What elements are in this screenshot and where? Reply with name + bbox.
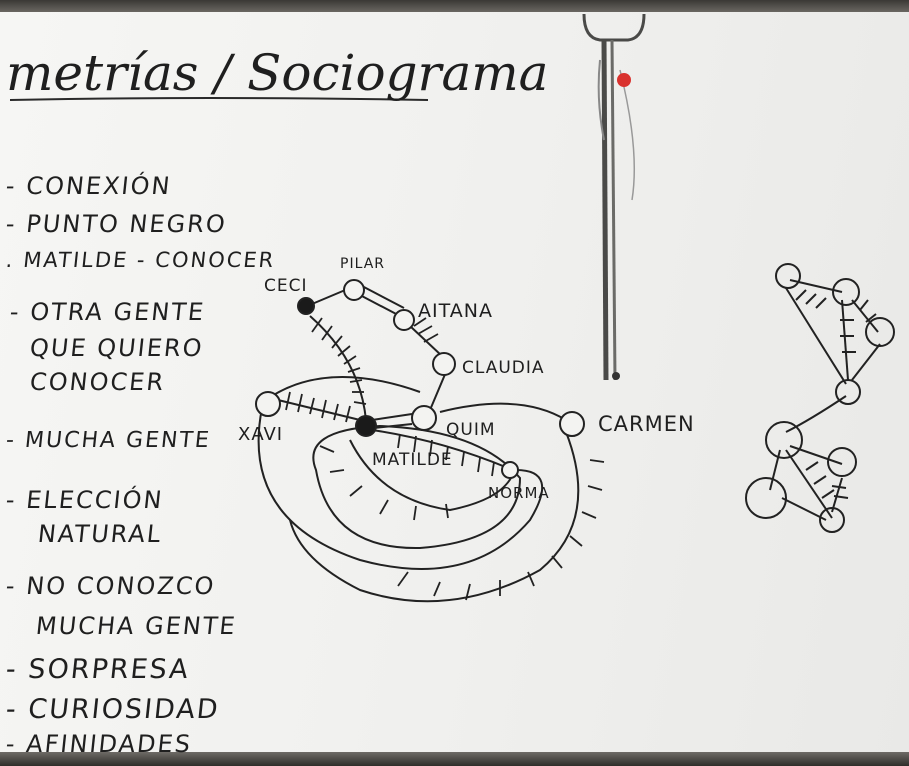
small-sociogram (746, 264, 894, 532)
list-item: - ELECCIÓN (5, 486, 165, 514)
small-node-7 (746, 478, 786, 518)
name-label-norma: NORMA (488, 484, 550, 502)
node-norma (502, 462, 518, 478)
node-claudia (433, 353, 455, 375)
node-xavi (256, 392, 280, 416)
name-label-matilde: MATILDE (372, 450, 453, 470)
name-label-xavi: XAVI (238, 424, 283, 445)
node-quim (412, 406, 436, 430)
name-label-carmen: CARMEN (598, 412, 695, 436)
list-item: - CURIOSIDAD (4, 694, 221, 725)
name-label-aitana: AITANA (418, 300, 493, 322)
cord-knot (612, 372, 620, 380)
small-node-1 (776, 264, 800, 288)
name-label-pilar: PILAR (340, 256, 385, 272)
list-item: - AFINIDADES (5, 730, 194, 758)
small-node-6 (828, 448, 856, 476)
node-carmen (560, 412, 584, 436)
name-label-quim: QUIM (446, 420, 496, 440)
list-item: - CONEXIÓN (5, 172, 173, 200)
node-pilar (344, 280, 364, 300)
list-item: . MATILDE - CONOCER (5, 248, 277, 272)
list-item: QUE QUIERO (29, 334, 205, 362)
list-item: NATURAL (37, 520, 164, 548)
list-item: - SORPRESA (4, 654, 191, 685)
small-node-5 (766, 422, 802, 458)
red-magnet (617, 73, 631, 87)
name-label-claudia: CLAUDIA (462, 358, 545, 378)
small-node-3 (866, 318, 894, 346)
name-label-ceci: CECI (264, 276, 308, 296)
node-aitana (394, 310, 414, 330)
list-item: - MUCHA GENTE (5, 428, 212, 453)
small-node-2 (833, 279, 859, 305)
small-node-4 (836, 380, 860, 404)
list-item: MUCHA GENTE (35, 612, 239, 640)
board-title: metrías / Sociograma (6, 44, 548, 102)
hanging-cord (584, 14, 644, 380)
list-item: - OTRA GENTE (9, 298, 207, 326)
node-ceci (298, 298, 314, 314)
list-item: - NO CONOZCO (5, 572, 217, 600)
node-matilde (356, 416, 376, 436)
list-item: - PUNTO NEGRO (5, 210, 229, 238)
list-item: CONOCER (29, 368, 167, 396)
